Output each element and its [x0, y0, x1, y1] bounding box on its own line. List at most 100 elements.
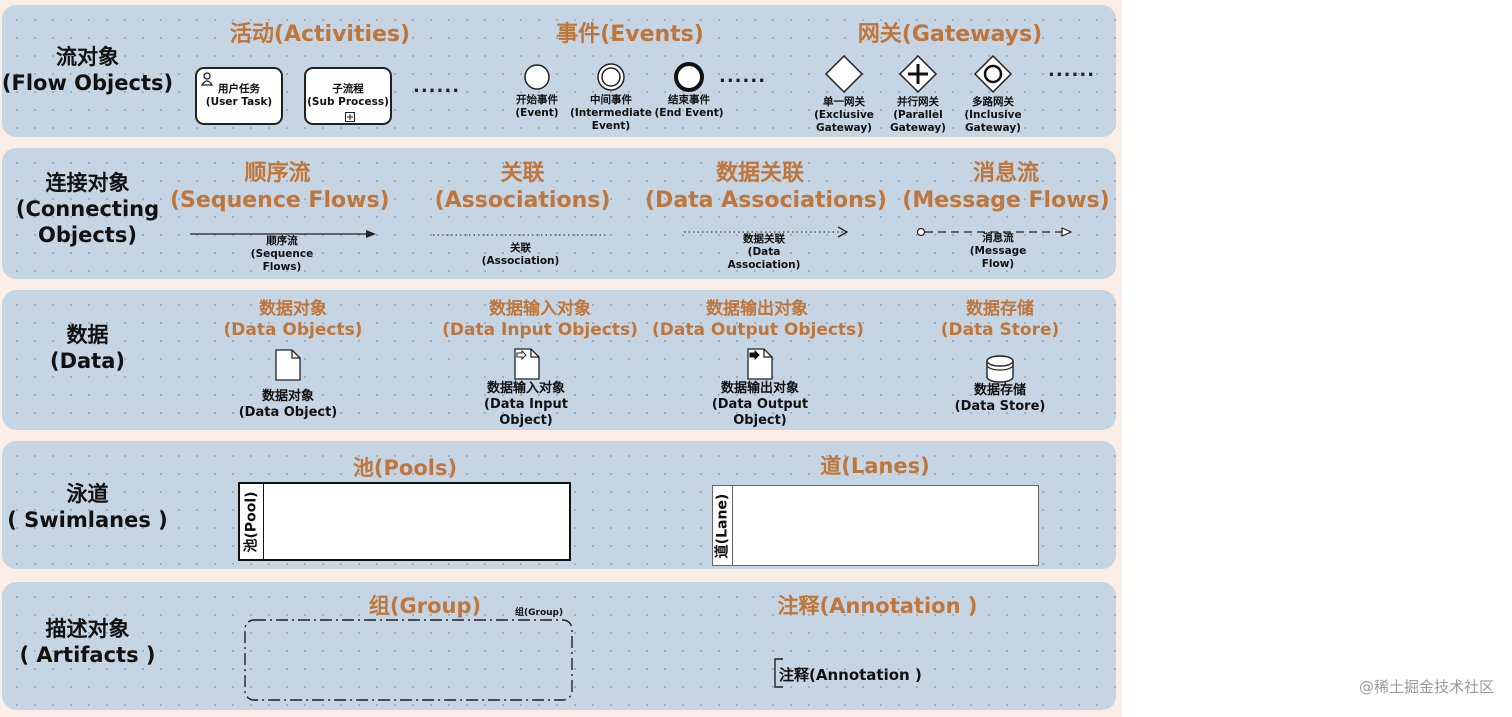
user-task-cn: 用户任务 — [218, 83, 260, 95]
message-flow-arrow — [916, 227, 1073, 237]
pool-shape: 池(Pool) — [238, 482, 571, 561]
end-event-label: 结束事件 (End Event) — [649, 94, 729, 120]
data-object-cn: 数据对象 — [261, 389, 314, 404]
association-cn: 关联 — [510, 242, 531, 254]
sequence-flow-label: 顺序流 (Sequence Flows) — [242, 235, 322, 274]
swimlanes-label-cn: 泳道 — [66, 482, 109, 506]
annotation-text: 注释(Annotation ) — [779, 666, 922, 684]
data-store-title-cn: 数据存储 — [966, 299, 1034, 319]
data-label: 数据 (Data) — [0, 322, 175, 374]
associations-title-en: (Associations) — [434, 188, 611, 213]
user-task-en: (User Task) — [205, 96, 273, 108]
sub-process-shape: 子流程 (Sub Process) — [304, 67, 392, 125]
intermediate-event-cn: 中间事件 — [590, 94, 632, 106]
parallel-gateway-cn: 并行网关 — [897, 96, 939, 108]
message-flows-title-en: (Message Flows) — [902, 188, 1110, 213]
data-band — [2, 290, 1116, 430]
association-en: (Association) — [481, 255, 560, 267]
data-store-label: 数据存储 (Data Store) — [940, 383, 1060, 415]
pools-title: 池(Pools) — [352, 456, 458, 480]
message-flows-title: 消息流 (Message Flows) — [902, 160, 1110, 214]
data-input-en2: Object) — [499, 413, 553, 428]
gateways-title: 网关(Gateways) — [857, 22, 1043, 47]
artifacts-label-cn: 描述对象 — [45, 617, 130, 641]
connecting-label-cn: 连接对象 — [45, 171, 130, 195]
data-output-title-cn: 数据输出对象 — [706, 299, 808, 319]
exclusive-gateway-label: 单一网关 (Exclusive Gateway) — [804, 96, 884, 135]
intermediate-event-en2: Event) — [591, 120, 631, 132]
end-event-cn: 结束事件 — [668, 94, 710, 106]
flow-objects-label-en: (Flow Objects) — [1, 71, 174, 95]
data-store-title-en: (Data Store) — [940, 320, 1060, 340]
lane-vertical-label: 道(Lane) — [714, 493, 731, 559]
data-store-title: 数据存储 (Data Store) — [930, 299, 1070, 341]
sequence-flow-en1: (Sequence — [250, 248, 314, 260]
sequence-flows-title: 顺序流 (Sequence Flows) — [170, 160, 390, 214]
watermark: @稀土掘金技术社区 — [1358, 678, 1494, 696]
sequence-flows-title-cn: 顺序流 — [244, 161, 311, 186]
inclusive-gateway-en1: (Inclusive — [964, 109, 1022, 121]
data-store-icon — [986, 355, 1014, 383]
data-input-icon — [514, 348, 540, 380]
connecting-objects-label: 连接对象 (Connecting Objects) — [0, 170, 175, 248]
associations-title: 关联 (Associations) — [430, 160, 615, 214]
message-flows-title-cn: 消息流 — [972, 161, 1039, 186]
sub-process-label: 子流程 (Sub Process) — [306, 83, 390, 109]
data-object-label: 数据对象 (Data Object) — [228, 389, 348, 421]
group-title: 组(Group) — [368, 594, 482, 618]
data-associations-title: 数据关联 (Data Associations) — [645, 160, 887, 214]
intermediate-event-icon — [597, 63, 625, 91]
data-output-cn: 数据输出对象 — [720, 381, 799, 396]
message-flow-cn: 消息流 — [982, 232, 1014, 244]
flow-objects-label: 流对象 (Flow Objects) — [0, 44, 175, 96]
lane-header — [713, 486, 733, 565]
start-event-en: (Event) — [515, 107, 559, 119]
start-event-icon — [524, 64, 550, 90]
data-objects-title-cn: 数据对象 — [259, 299, 327, 319]
flow-objects-label-cn: 流对象 — [56, 45, 119, 69]
data-associations-title-cn: 数据关联 — [715, 161, 804, 186]
swimlanes-label-en: ( Swimlanes ) — [7, 508, 168, 532]
data-objects-title-en: (Data Objects) — [223, 320, 363, 340]
inclusive-gateway-label: 多路网关 (Inclusive Gateway) — [953, 96, 1033, 135]
data-input-title-en: (Data Input Objects) — [442, 320, 638, 340]
data-output-objects-title: 数据输出对象 (Data Output Objects) — [652, 299, 864, 341]
artifacts-band — [2, 582, 1116, 710]
annotation-title: 注释(Annotation ) — [777, 594, 978, 618]
parallel-gateway-icon — [898, 54, 938, 94]
artifacts-label-en: ( Artifacts ) — [19, 643, 156, 667]
artifacts-label: 描述对象 ( Artifacts ) — [0, 616, 175, 668]
data-label-cn: 数据 — [66, 323, 109, 347]
parallel-gateway-en1: (Parallel — [893, 109, 943, 121]
swimlanes-label: 泳道 ( Swimlanes ) — [0, 481, 175, 533]
connecting-label-en2: Objects) — [38, 223, 137, 247]
inclusive-gateway-cn: 多路网关 — [972, 96, 1014, 108]
gateways-ellipsis: ...... — [1048, 60, 1096, 81]
data-output-en1: (Data Output — [711, 397, 809, 412]
data-associations-title-en: (Data Associations) — [645, 188, 887, 213]
associations-title-cn: 关联 — [500, 161, 545, 186]
sub-process-en: (Sub Process) — [307, 96, 389, 108]
expand-plus-icon — [345, 112, 355, 122]
parallel-gateway-en2: Gateway) — [890, 122, 946, 134]
sequence-flows-title-en: (Sequence Flows) — [170, 188, 390, 213]
data-output-label: 数据输出对象 (Data Output Object) — [700, 381, 820, 429]
events-ellipsis: ...... — [719, 66, 767, 87]
parallel-gateway-label: 并行网关 (Parallel Gateway) — [878, 96, 958, 135]
pool-header — [240, 484, 264, 559]
data-label-en: (Data) — [49, 349, 125, 373]
start-event-label: 开始事件 (Event) — [497, 94, 577, 120]
inclusive-gateway-icon — [973, 54, 1013, 94]
exclusive-gateway-en2: Gateway) — [816, 122, 872, 134]
data-input-label: 数据输入对象 (Data Input Object) — [466, 381, 586, 429]
exclusive-gateway-cn: 单一网关 — [823, 96, 865, 108]
diagram-canvas: 流对象 (Flow Objects) 活动(Activities) 事件(Eve… — [0, 0, 1122, 717]
events-title: 事件(Events) — [556, 22, 704, 47]
exclusive-gateway-icon — [824, 54, 864, 94]
intermediate-event-en1: (Intermediate — [570, 107, 652, 119]
user-task-label: 用户任务 (User Task) — [197, 83, 281, 109]
data-store-cn: 数据存储 — [973, 383, 1026, 398]
sub-process-cn: 子流程 — [332, 83, 364, 95]
data-association-label: 数据关联 (Data Association) — [724, 233, 804, 272]
data-input-objects-title: 数据输入对象 (Data Input Objects) — [440, 299, 640, 341]
